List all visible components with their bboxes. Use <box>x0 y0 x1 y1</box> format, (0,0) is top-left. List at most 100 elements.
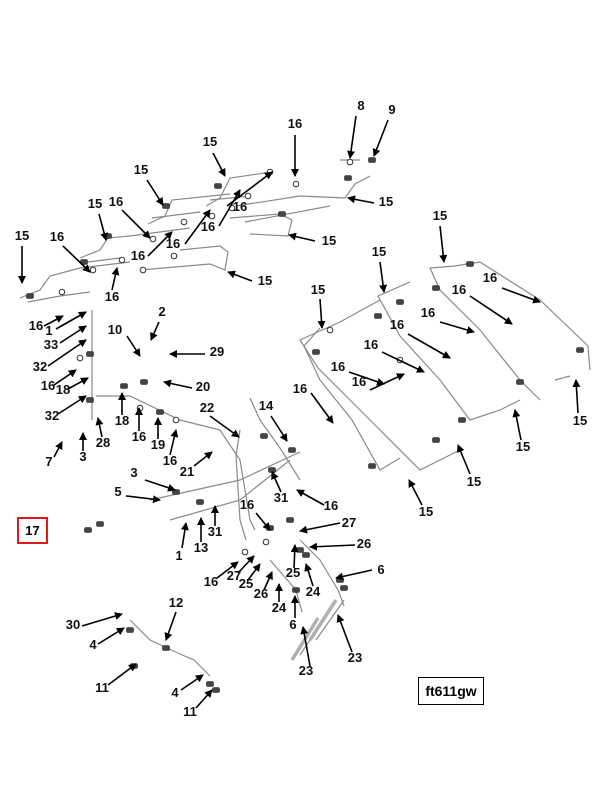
callout-16: 16 <box>41 378 55 393</box>
callout-16: 16 <box>324 498 338 513</box>
callout-4: 4 <box>171 685 179 700</box>
callout-16: 16 <box>131 248 145 263</box>
leader-arrow <box>62 245 91 273</box>
leader-arrow <box>47 339 87 367</box>
callout-16: 16 <box>364 337 378 352</box>
fitting-nut <box>368 463 376 469</box>
callout-14: 14 <box>259 398 274 413</box>
fitting-nut <box>196 499 204 505</box>
callout-16: 16 <box>204 574 218 589</box>
leader-arrow <box>147 231 173 257</box>
callout-18: 18 <box>56 382 70 397</box>
callout-15: 15 <box>203 134 217 149</box>
callout-label: 17 <box>25 523 40 538</box>
leader-arrow <box>111 267 120 291</box>
fitting-nut <box>260 433 268 439</box>
leader-arrow <box>408 479 423 506</box>
callout-27: 27 <box>227 568 241 583</box>
fitting-nut <box>278 211 286 217</box>
callout-7: 7 <box>45 454 52 469</box>
callout-26: 26 <box>254 586 268 601</box>
leader-arrow <box>255 512 271 531</box>
fitting-nut <box>84 527 92 533</box>
callout-16: 16 <box>452 282 466 297</box>
fitting-nut <box>516 379 524 385</box>
leader-arrow <box>53 441 63 458</box>
leader-arrow <box>125 495 161 504</box>
callout-15: 15 <box>322 233 336 248</box>
leader-arrow <box>169 429 179 456</box>
leader-arrow <box>67 377 89 390</box>
leader-arrow <box>95 417 104 438</box>
fuel-line <box>151 211 201 219</box>
callout-11: 11 <box>183 704 197 719</box>
leader-arrow <box>98 213 109 241</box>
fitting-nut <box>296 547 304 553</box>
leader-arrow <box>121 209 151 239</box>
fitting-nut <box>432 285 440 291</box>
callout-2: 2 <box>158 304 165 319</box>
leader-arrow <box>150 321 160 341</box>
fuel-line <box>429 261 591 401</box>
fitting-nut <box>26 293 34 299</box>
fuel-line <box>19 261 131 299</box>
fitting-nut <box>206 681 214 687</box>
fitting-nut <box>374 313 382 319</box>
leader-arrow <box>184 209 211 245</box>
callout-20: 20 <box>196 379 210 394</box>
callout-6: 6 <box>377 562 384 577</box>
highlighted-callout-17[interactable]: 17 <box>17 517 48 544</box>
fitting-nut <box>156 409 164 415</box>
callout-15: 15 <box>134 162 148 177</box>
leader-arrow <box>572 379 581 414</box>
callout-22: 22 <box>200 400 214 415</box>
leader-arrow <box>469 295 513 325</box>
callout-3: 3 <box>130 465 137 480</box>
fuel-line <box>303 327 401 471</box>
fitting-nut <box>396 299 404 305</box>
fitting-nut <box>96 521 104 527</box>
leader-arrow <box>55 311 87 330</box>
fitting-nut <box>162 203 170 209</box>
callout-11: 11 <box>95 680 109 695</box>
callout-15: 15 <box>419 504 433 519</box>
leader-arrow <box>271 471 282 493</box>
fitting-nut <box>214 183 222 189</box>
leader-arrow <box>59 325 87 344</box>
callout-8: 8 <box>357 98 364 113</box>
fitting-nut <box>162 645 170 651</box>
fitting-nut <box>344 175 352 181</box>
callout-23: 23 <box>348 650 362 665</box>
o-ring <box>76 354 84 362</box>
leader-arrow <box>57 395 87 415</box>
fuel-line <box>87 257 121 263</box>
fuel-line <box>205 171 273 207</box>
callout-16: 16 <box>390 317 404 332</box>
callout-15: 15 <box>88 196 102 211</box>
callout-25: 25 <box>239 576 253 591</box>
fitting-nut <box>368 157 376 163</box>
fuel-line <box>377 281 521 421</box>
fuel-line <box>209 195 251 201</box>
callout-21: 21 <box>180 464 194 479</box>
leader-arrow <box>212 152 226 177</box>
leader-arrow <box>347 195 375 204</box>
leader-arrow <box>247 563 261 581</box>
callout-13: 13 <box>194 540 208 555</box>
fuel-line <box>27 291 91 303</box>
fuel-line <box>149 451 301 501</box>
o-ring <box>180 218 188 226</box>
leader-arrow <box>107 663 137 686</box>
leader-arrow <box>300 626 311 667</box>
callout-33: 33 <box>44 337 58 352</box>
leader-arrow <box>369 373 405 391</box>
callout-31: 31 <box>274 490 288 505</box>
leader-arrow <box>288 232 316 242</box>
fuel-line <box>129 619 211 677</box>
leader-arrow <box>348 371 385 386</box>
leader-arrow <box>317 298 326 329</box>
leader-arrow <box>290 544 299 569</box>
o-ring <box>139 266 147 274</box>
o-ring <box>241 548 249 556</box>
callout-19: 19 <box>151 437 165 452</box>
